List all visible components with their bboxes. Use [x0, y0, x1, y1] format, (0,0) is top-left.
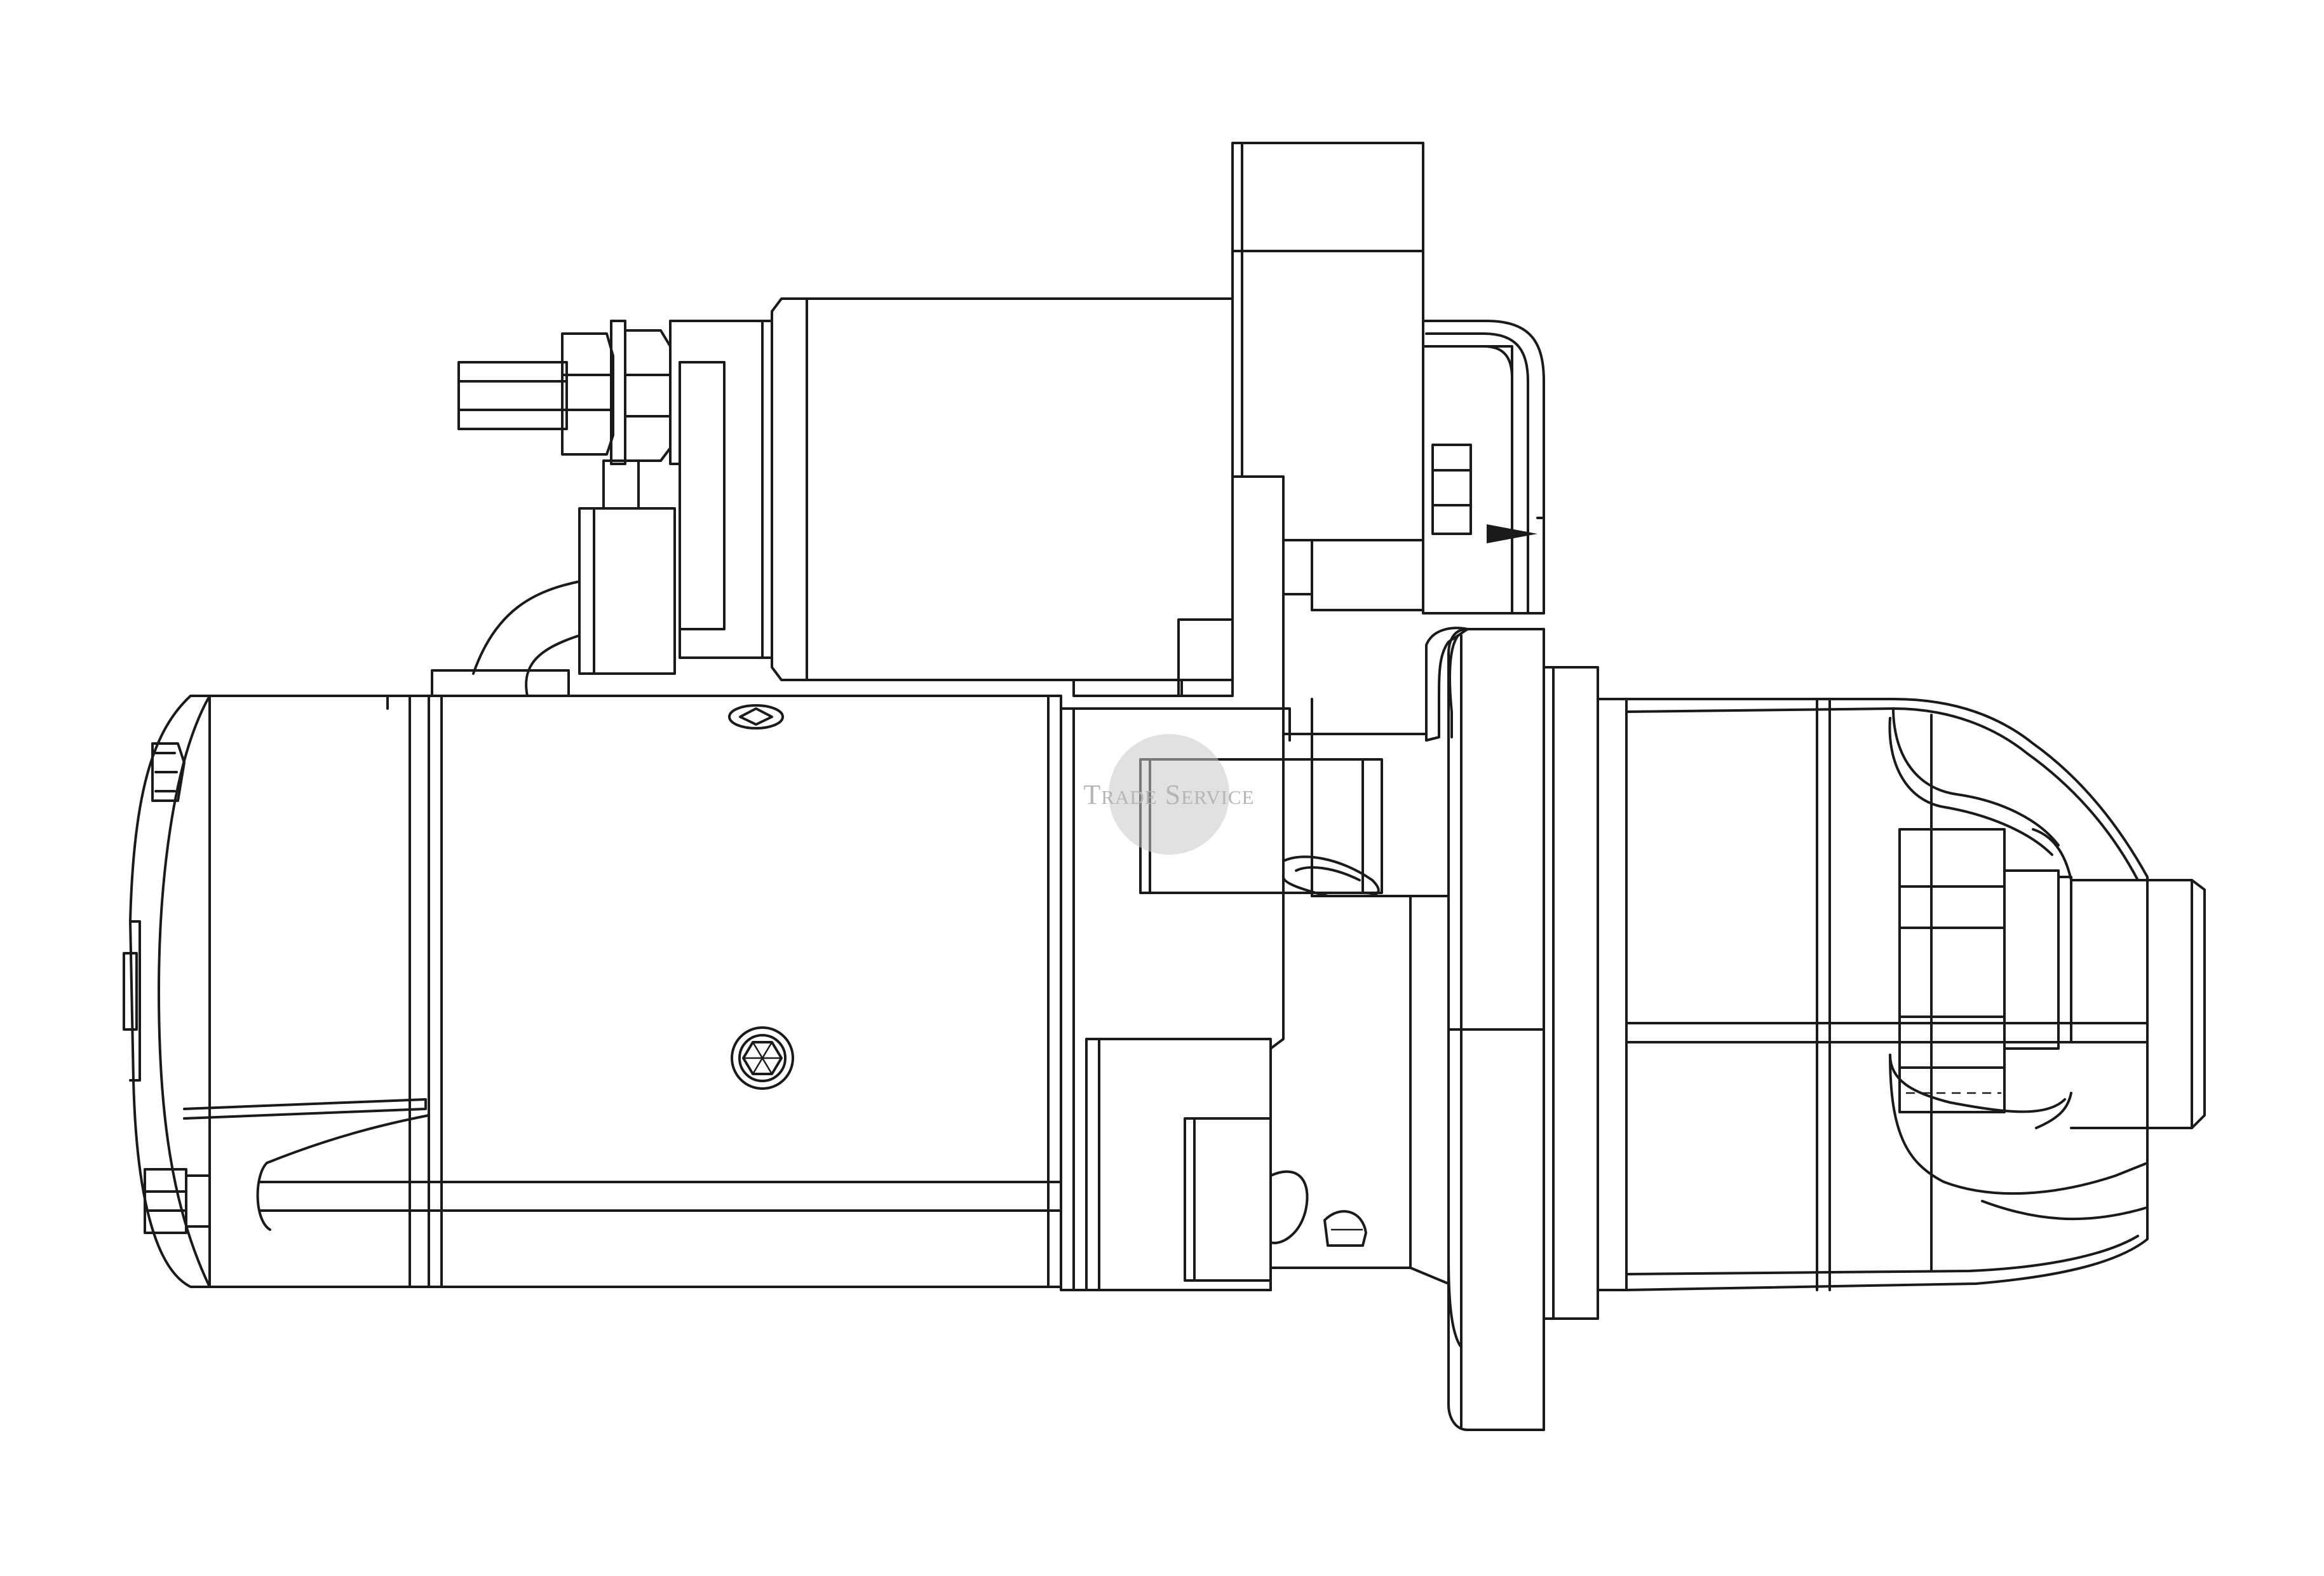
motor-yoke	[256, 695, 1062, 1288]
watermark-logo: Trade Service	[1083, 734, 1254, 855]
mounting-flange	[1409, 628, 1599, 1431]
nose-housing	[1597, 698, 2206, 1291]
top-lug	[1231, 142, 1424, 735]
rear-end-cap	[123, 695, 430, 1288]
drive-housing	[1060, 627, 1469, 1291]
watermark-text: Trade Service	[1083, 779, 1254, 810]
connector-bracket	[1422, 320, 1545, 615]
solenoid	[431, 297, 1291, 742]
